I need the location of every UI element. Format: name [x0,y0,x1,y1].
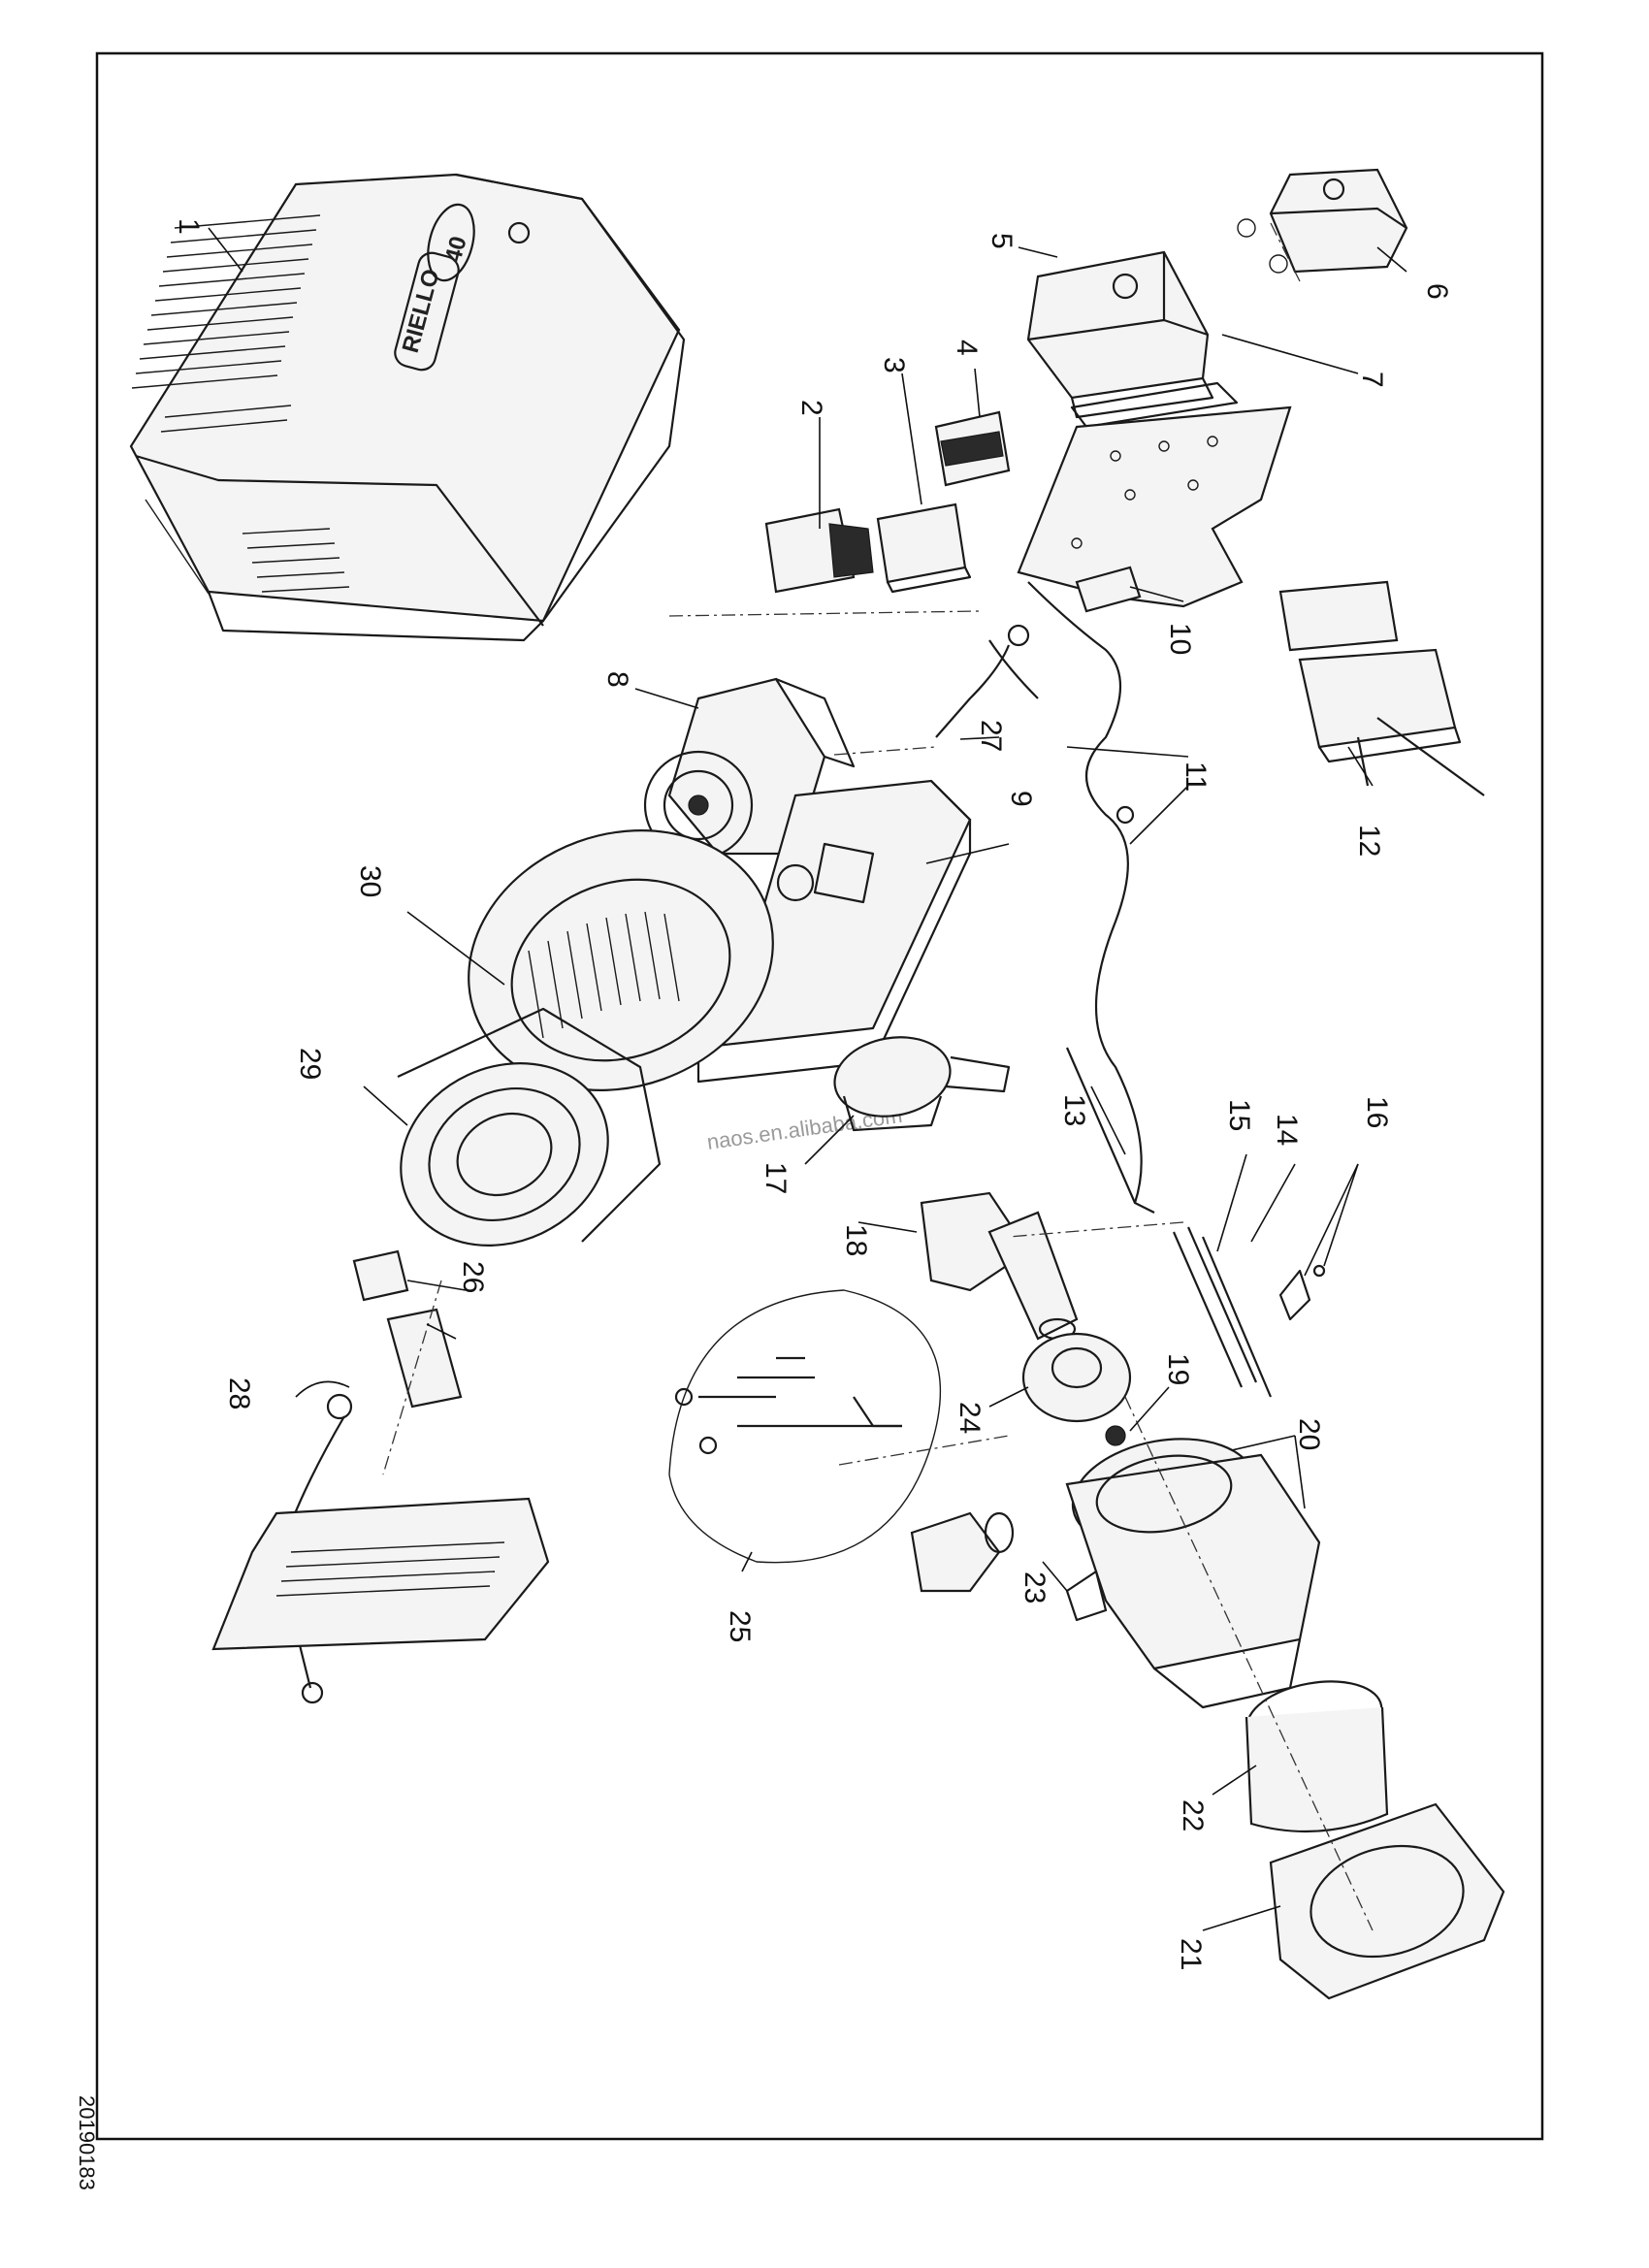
part-12-transformer [1278,580,1485,796]
drawing-frame [95,51,1544,2141]
callout-19: 19 [1162,1353,1194,1385]
callout-2: 2 [795,400,827,416]
part-14-15-electrodes [1172,1226,1326,1398]
part-4-connector [934,410,1011,487]
callout-26: 26 [457,1261,489,1293]
callout-17: 17 [760,1162,792,1194]
part-24-turbulator [1021,1332,1132,1446]
document-number: 20190183 [75,2095,99,2190]
part-5-control-box [1026,250,1214,419]
part-26-pressure-switch [352,1249,463,1409]
callout-20: 20 [1293,1418,1325,1450]
part-2-connector [764,507,874,594]
callout-25: 25 [724,1610,756,1642]
part-1-cover: RIELLO 40 [129,173,686,642]
part-7-gasket [1070,381,1239,429]
leader-lines [208,227,1407,1931]
part-17-clamp [833,1036,1011,1132]
callout-30: 30 [354,865,386,897]
part-8-motor [643,677,856,860]
callout-14: 14 [1271,1114,1303,1146]
callout-11: 11 [1180,761,1212,792]
callout-27: 27 [975,720,1007,752]
part-27-fitting [935,624,1030,738]
part-21-flange [1269,1802,1505,2000]
part-11-cable [1027,581,1143,1204]
callout-5: 5 [986,233,1018,249]
cover-side-vents [242,528,350,593]
part-25-detail [668,1289,942,1564]
callout-15: 15 [1223,1099,1255,1131]
callout-24: 24 [954,1402,986,1434]
cover-logo-badge [394,251,460,372]
callout-10: 10 [1164,623,1196,655]
callout-29: 29 [294,1048,326,1080]
callout-1: 1 [173,218,205,235]
callout-21: 21 [1175,1938,1207,1970]
part-10-module [1075,566,1142,613]
part-18-nozzle-holder [920,1191,1079,1341]
part-3-connector [876,502,972,594]
callout-9: 9 [1005,791,1037,807]
air-intake-base [211,1497,550,1651]
part-13-ignition-lead [1065,1047,1155,1214]
callout-22: 22 [1177,1799,1209,1831]
callout-13: 13 [1058,1094,1090,1126]
part-29-air-intake [397,1007,662,1247]
cover-model-badge [427,203,475,282]
part-22-sleeve [1245,1680,1389,1833]
callout-16: 16 [1361,1096,1393,1128]
callout-18: 18 [840,1224,872,1256]
mounting-plate [1017,405,1292,608]
callout-23: 23 [1018,1571,1051,1604]
cover-grille [131,214,321,433]
part-20-blast-tube [1065,1438,1321,1709]
fan-blades [528,911,680,1039]
part-6-cover-block [1237,168,1408,274]
callout-28: 28 [223,1377,255,1409]
callout-labels: 1 2 3 4 5 6 7 8 9 10 11 12 13 14 15 16 1… [173,218,1453,1970]
callout-6: 6 [1421,283,1453,300]
callout-12: 12 [1353,825,1385,857]
callout-3: 3 [878,357,910,373]
callout-4: 4 [951,340,983,356]
callout-8: 8 [601,671,633,688]
callout-7: 7 [1356,372,1388,388]
part-30-fan-housing [468,829,774,1091]
assembly-centerlines [382,222,1374,1931]
part-23-elbow [910,1511,1108,1622]
